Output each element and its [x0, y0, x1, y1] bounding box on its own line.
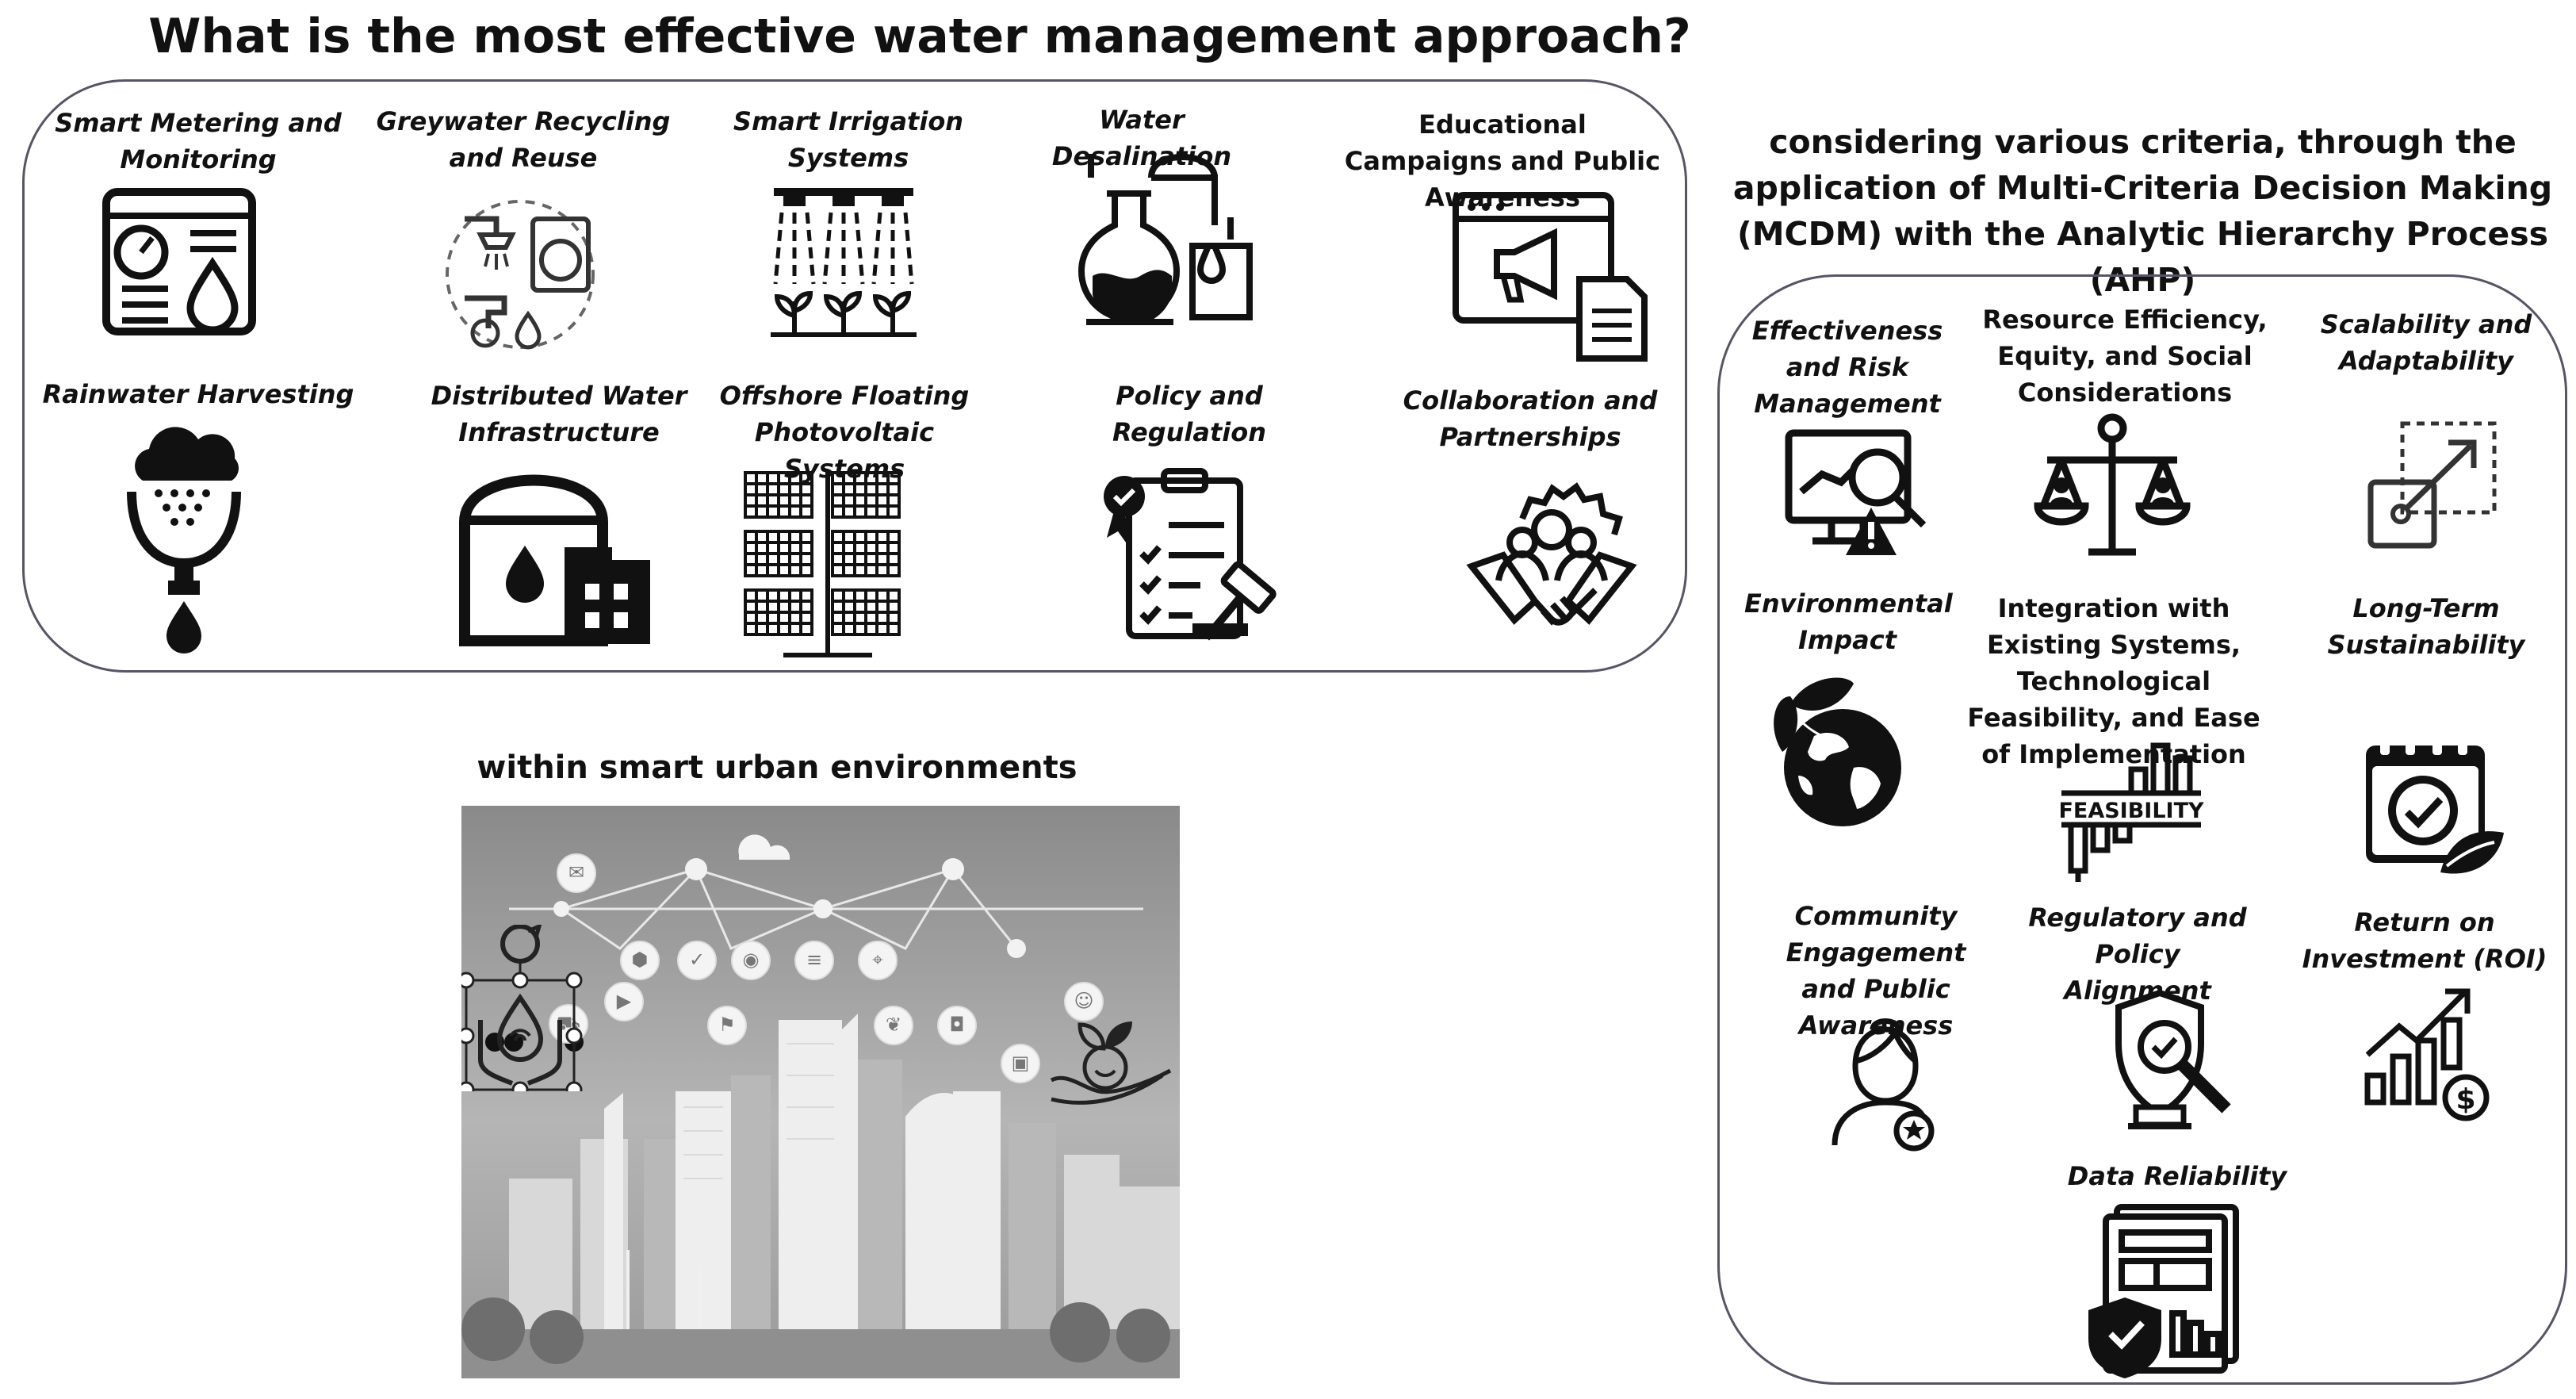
network-node-icon: ⬢	[620, 941, 660, 980]
criterion-label-data-reliability: Data Reliability	[2067, 1161, 2287, 1191]
desalination-flask-icon	[1077, 153, 1253, 325]
approaches-panel	[22, 79, 1687, 673]
handshake-gear-icon	[1466, 482, 1637, 626]
water-tank-building-icon	[459, 474, 650, 646]
greywater-recycling-icon	[446, 200, 595, 350]
svg-text:FEASIBILITY: FEASIBILITY	[2058, 799, 2204, 823]
risk-monitor-magnifier-icon	[1785, 429, 1927, 555]
hands-water-drop-icon	[461, 925, 583, 1091]
criterion-label-scalability: Scalability and Adaptability	[2320, 309, 2532, 376]
growth-chart-dollar-icon: $	[2364, 988, 2490, 1121]
criterion-label-roi: Return on Investment (ROI)	[2302, 907, 2547, 974]
approach-label-distributed: Distributed Water Infrastructure	[431, 381, 687, 447]
approach-label-rainwater: Rainwater Harvesting	[42, 379, 354, 409]
pin-icon: ⚑	[707, 1006, 747, 1045]
shield-magnifier-icon	[2115, 989, 2231, 1129]
approach-label-floating-pv: Offshore Floating Photovoltaic Systems	[719, 381, 970, 484]
calendar-leaf-icon	[2366, 734, 2504, 874]
network-lines	[461, 834, 1180, 1378]
solar-panel-icon	[744, 471, 901, 657]
camera-icon: ▣	[1001, 1044, 1040, 1083]
page-title: What is the most effective water managem…	[148, 9, 1691, 64]
irrigation-sprinkler-icon	[771, 188, 917, 337]
hand-seedling-icon	[1050, 1021, 1172, 1105]
criterion-label-regulatory: Regulatory and Policy Alignment	[2028, 903, 2247, 1006]
criterion-label-environmental: Environmental Impact	[1744, 588, 1953, 655]
smart-meter-icon	[102, 188, 256, 335]
user-icon: ☺	[1064, 982, 1104, 1021]
approach-label-desalination: Water Desalination	[1051, 105, 1232, 171]
criterion-label-resource-efficiency: Resource Efficiency, Equity, and Social …	[1982, 305, 2268, 408]
approach-label-irrigation: Smart Irrigation Systems	[733, 106, 964, 173]
megaphone-document-icon	[1453, 192, 1648, 362]
criterion-label-long-term: Long-Term Sustainability	[2327, 593, 2525, 660]
smart-city-illustration: ✉ ⬢ ✓ ◉ ≡ ⌖ ⛟ ▶ ⚑ ❦ ◘ ▣ ☺	[461, 806, 1180, 1378]
leaf-icon: ❦	[874, 1006, 913, 1045]
approach-label-educational: Educational Campaigns and Public Awarene…	[1344, 109, 1661, 213]
rain-cloud-funnel-icon	[127, 427, 241, 654]
person-badge-icon	[1832, 1018, 1935, 1152]
criterion-label-effectiveness: Effectiveness and Risk Management	[1751, 316, 1943, 419]
approach-label-policy: Policy and Regulation	[1112, 381, 1267, 447]
criteria-panel	[1717, 274, 2567, 1385]
play-icon: ▶	[604, 982, 644, 1021]
criterion-label-integration: Integration with Existing Systems, Techn…	[1967, 593, 2260, 769]
feasibility-chart-icon: FEASIBILITY	[2058, 742, 2204, 882]
report-shield-icon	[2088, 1204, 2239, 1378]
shield-check-icon: ✓	[677, 941, 717, 980]
approach-label-greywater: Greywater Recycling and Reuse	[376, 106, 671, 173]
wifi-icon: ◉	[731, 941, 771, 980]
checklist-gavel-icon	[1104, 468, 1277, 641]
approach-label-smart-metering: Smart Metering and Monitoring	[55, 108, 342, 174]
location-pin-icon: ⌖	[858, 941, 898, 980]
scale-resize-icon	[2367, 421, 2497, 549]
balance-scale-icon	[2034, 413, 2191, 556]
globe-leaves-icon	[1774, 677, 1901, 826]
criteria-heading: considering various criteria, through th…	[1732, 123, 2553, 299]
svg-text:$: $	[2455, 1083, 2475, 1116]
context-heading: within smart urban environments	[477, 749, 1077, 786]
chat-icon: ✉	[557, 853, 596, 893]
car-icon: ◘	[937, 1006, 977, 1045]
list-icon: ≡	[794, 941, 834, 980]
approach-label-collaboration: Collaboration and Partnerships	[1403, 385, 1658, 452]
